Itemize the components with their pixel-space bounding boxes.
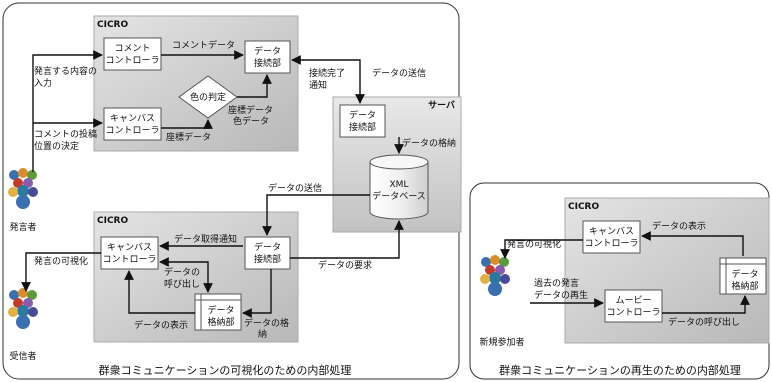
speaker-label: 発言者 (9, 221, 36, 233)
data-connector-top-box (244, 40, 291, 74)
data-storage-right-label-2: 格納部 (731, 280, 758, 292)
cicro-top-title: CICRO (97, 20, 128, 30)
label-data-send-2: データの送信 (268, 182, 322, 194)
comment-controller-label-2: コントローラ (105, 55, 159, 66)
data-connector-server-box (339, 104, 386, 138)
left-caption: 群衆コミュニケーションの可視化のための内部処理 (99, 363, 352, 377)
receiver-label: 受信者 (9, 350, 36, 362)
label-connect-done-2: 通知 (309, 79, 327, 91)
canvas-controller-right-label-2: コントローラ (584, 238, 638, 249)
label-data-call-2: 呼び出し (164, 278, 200, 290)
label-data-display: データの表示 (134, 319, 188, 331)
data-storage-right-box (719, 257, 767, 295)
label-coord-data: 座標データ (166, 131, 211, 143)
data-connector-top-label-1: データ (254, 45, 281, 57)
cicro-bottom-title: CICRO (97, 216, 128, 226)
data-storage-bottom-label-1: データ (207, 304, 234, 316)
label-data-request: データの要求 (318, 259, 372, 271)
comment-controller-box (103, 37, 162, 71)
arrow-storage-to-canvas-right (641, 231, 744, 256)
arrow-to-receiver (21, 252, 101, 292)
comment-controller-label-1: コメント (114, 44, 150, 54)
arrow-storage-to-canvas (124, 270, 195, 314)
canvas-controller-right-box (582, 220, 641, 254)
label-connect-done-1: 接続完了 (309, 67, 345, 79)
data-connector-bottom-label-2: 接続部 (254, 253, 281, 265)
label-speak-input-1: 発言する内容の (34, 65, 97, 77)
label-comment-data: コメントデータ (172, 39, 235, 51)
canvas-controller-top-box (103, 107, 162, 141)
movie-controller-label-1: ムービー (615, 295, 651, 306)
data-storage-right-label-1: データ (731, 268, 758, 280)
color-decision-diamond (178, 75, 238, 119)
movie-controller-box (604, 289, 663, 323)
database-label-1: XML (390, 180, 409, 190)
arrow-diamond-to-connector (237, 74, 272, 98)
label-past-speech-1: 過去の発言 (534, 277, 579, 289)
right-caption: 群衆コミュニケーションの再生のための内部処理 (499, 363, 741, 377)
label-data-send-1: データの送信 (372, 67, 426, 79)
arrow-canvas-to-participant (500, 239, 583, 259)
data-storage-bottom-label-2: 格納部 (207, 316, 234, 328)
data-connector-top-label-2: 接続部 (254, 57, 281, 69)
label-comment-post-1: コメントの投稿 (34, 128, 97, 140)
color-decision-label: 色の判定 (190, 91, 226, 103)
label-right-data-display: データの表示 (652, 220, 706, 232)
label-data-call-1: データの (164, 266, 200, 278)
server-title: サーバ (428, 100, 455, 111)
movie-controller-label-2: コントローラ (606, 307, 660, 318)
data-storage-bottom-box (194, 293, 242, 331)
cicro-right-title: CICRO (568, 202, 599, 212)
arrow-movie-to-storage (662, 295, 750, 314)
label-comment-post-2: 位置の決定 (34, 140, 79, 152)
canvas-controller-top-label-1: キャンバス (110, 113, 155, 124)
canvas-controller-bottom-label-2: コントローラ (102, 254, 156, 265)
label-right-speech-visualize: 発言の可視化 (507, 238, 561, 250)
arrow-speaker-to-comment (32, 50, 103, 172)
label-speech-visualize: 発言の可視化 (34, 255, 88, 267)
arrow-canvas-storage-call (159, 257, 213, 293)
label-coord-color-1: 座標データ (228, 104, 273, 116)
new-participant-label: 新規参加者 (479, 336, 524, 348)
database-label-2: データベース (372, 190, 426, 202)
canvas-controller-right-label-1: キャンバス (589, 226, 634, 237)
arrow-db-to-bottom-connector (262, 194, 370, 236)
data-connector-bottom-label-1: データ (254, 241, 281, 253)
arrow-connector-to-storage (242, 269, 272, 318)
label-past-speech-2: データの再生 (534, 289, 588, 301)
label-data-fetch-notice: データ取得通知 (174, 233, 237, 245)
arrow-request-to-db (290, 220, 404, 259)
label-data-store-2a: データの格 (244, 317, 289, 329)
arrow-top-connector-server (291, 55, 365, 104)
data-connector-server-label-2: 接続部 (349, 121, 376, 133)
label-data-store-2b: 納 (258, 328, 267, 340)
xml-database-cylinder (369, 154, 429, 220)
label-data-store-1: データの格納 (402, 137, 456, 149)
canvas-controller-top-label-2: コントローラ (105, 125, 159, 136)
canvas-controller-bottom-label-1: キャンバス (107, 242, 152, 253)
label-right-data-call: データの呼び出し (668, 316, 740, 328)
arrow-canvas-to-diamond (161, 119, 213, 129)
label-coord-color-2: 色データ (233, 115, 269, 127)
data-connector-server-label-1: データ (349, 109, 376, 121)
data-connector-bottom-box (244, 236, 291, 270)
label-speak-input-2: 入力 (34, 77, 52, 89)
